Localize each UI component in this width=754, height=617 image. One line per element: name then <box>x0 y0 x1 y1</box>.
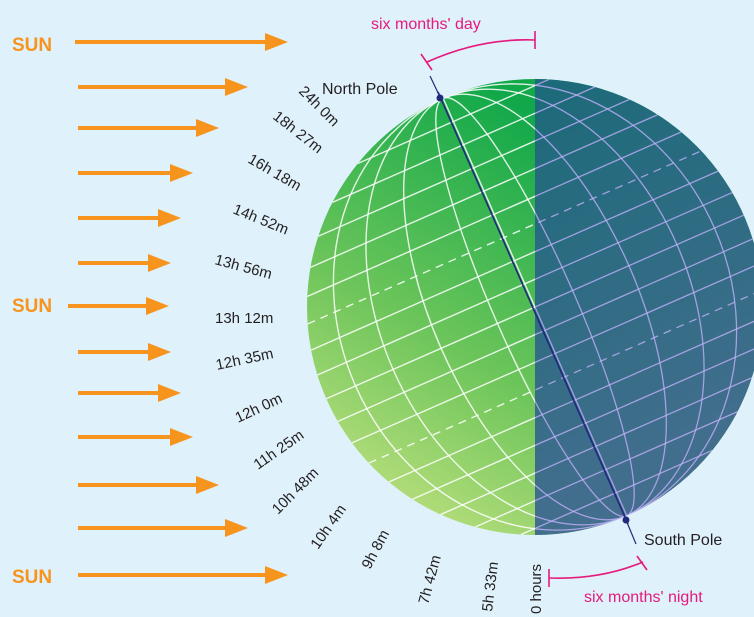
latitude-line <box>535 214 744 400</box>
day-length-label: 14h 52m <box>231 201 291 239</box>
sun-ray-arrowhead <box>225 78 248 96</box>
latitude-line <box>535 98 630 237</box>
sun-ray-arrowhead <box>225 519 248 537</box>
day-length-label: 16h 18m <box>245 151 304 195</box>
day-length-label: 11h 25m <box>251 427 308 474</box>
day-length-label: 5h 33m <box>479 561 502 613</box>
south-pole-dot <box>622 516 630 524</box>
latitude-line <box>474 410 535 528</box>
sun-ray-arrowhead <box>265 33 288 51</box>
day-length-label: 0 hours <box>528 564 545 614</box>
sun-ray-arrowhead <box>158 384 181 402</box>
sun-ray-arrowhead <box>196 476 219 494</box>
earth-axis <box>437 91 629 525</box>
sun-ray-arrowhead <box>196 119 219 137</box>
latitude-line <box>535 131 682 298</box>
six-months-night-label: six months' night <box>584 589 703 606</box>
day-length-label: 10h 4m <box>307 502 350 553</box>
six-months-day-bracket <box>426 39 536 63</box>
sun-rays <box>68 33 288 584</box>
latitude-line <box>535 170 719 351</box>
day-length-label: 9h 8m <box>359 527 394 572</box>
day-length-label: 13h 12m <box>215 310 273 327</box>
sun-ray-arrowhead <box>170 428 193 446</box>
latitude-line <box>412 345 535 500</box>
sun-ray-arrowhead <box>265 566 288 584</box>
latitude-line <box>535 86 596 203</box>
latitude-line <box>535 114 658 268</box>
axis-south-extension <box>625 519 637 545</box>
latitude-line <box>368 289 535 464</box>
globe-grid-night <box>535 79 754 535</box>
latitude-line <box>351 263 535 444</box>
sun-ray-arrowhead <box>148 343 171 361</box>
south-pole-label: South Pole <box>644 532 722 549</box>
latitude-line <box>388 316 535 483</box>
latitude-line <box>326 214 535 400</box>
latitude-line <box>440 377 535 516</box>
day-length-label: 12h 35m <box>214 345 275 374</box>
latitude-line <box>337 238 535 423</box>
sun-label-middle: SUN <box>12 296 52 317</box>
six-months-day-bracket-start <box>420 53 433 71</box>
sun-label-top: SUN <box>12 35 52 56</box>
sun-ray-arrowhead <box>148 254 171 272</box>
six-months-night-bracket-end <box>636 555 648 571</box>
day-length-label: 10h 48m <box>269 465 322 518</box>
sun-ray-arrowhead <box>146 297 169 315</box>
day-length-label: 12h 0m <box>233 390 286 427</box>
globe-night-side <box>535 79 754 535</box>
axis-north-extension <box>429 75 441 98</box>
day-length-label: 7h 42m <box>415 553 444 606</box>
north-pole-label: North Pole <box>322 81 398 98</box>
sun-label-bottom: SUN <box>12 567 52 588</box>
sun-ray-arrowhead <box>170 164 193 182</box>
day-length-label: 13h 56m <box>213 251 274 283</box>
sun-ray-arrowhead <box>158 209 181 227</box>
meridian-line <box>442 98 535 516</box>
six-months-night-bracket <box>548 561 644 579</box>
meridian-line <box>535 98 628 516</box>
north-pole-dot <box>436 94 444 102</box>
six-months-day-label: six months' day <box>371 16 481 33</box>
latitude-line <box>535 191 733 376</box>
